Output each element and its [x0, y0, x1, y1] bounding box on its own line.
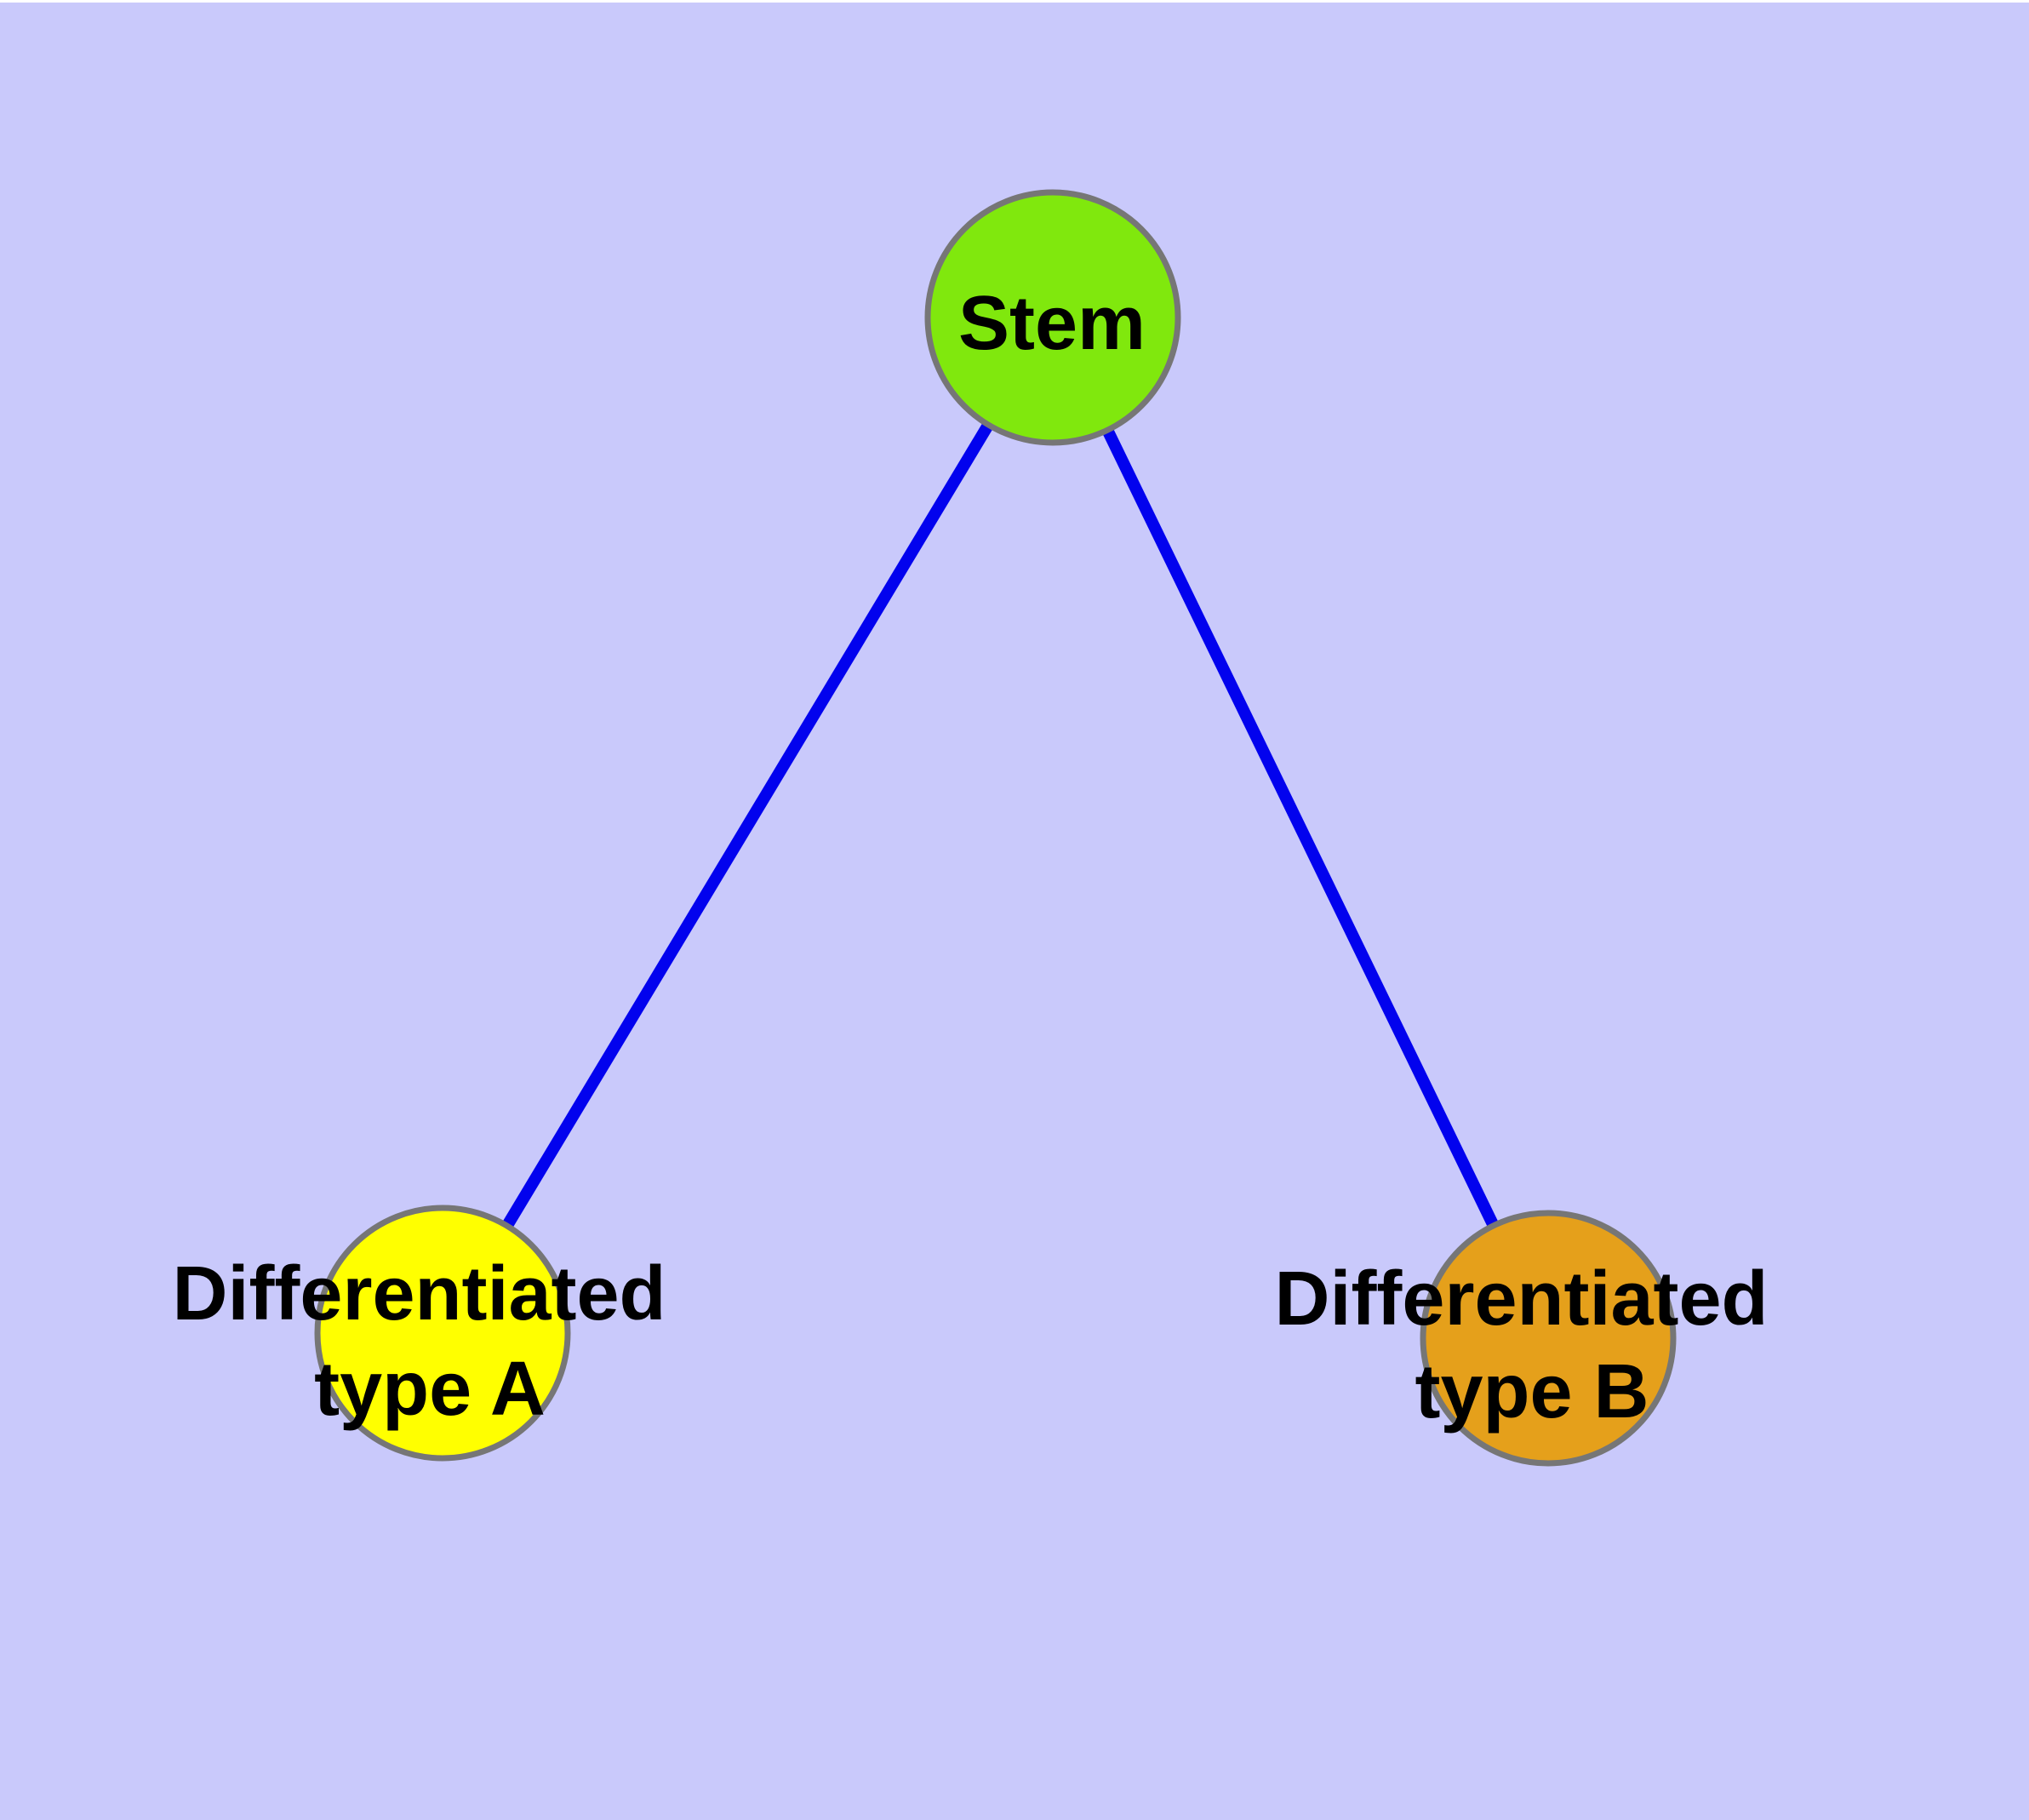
node-label-differentiated-type-a-line1: Differentiated [172, 1251, 666, 1336]
node-label-differentiated-type-a-line2: type A [314, 1347, 546, 1432]
node-label-differentiated-type-b: Differentiated type B [1274, 1256, 1789, 1434]
top-margin-strip [0, 0, 2029, 3]
node-label-differentiated-type-a: Differentiated type A [172, 1251, 687, 1432]
node-differentiated-type-a [314, 1205, 571, 1462]
node-stem [924, 189, 1181, 446]
node-label-differentiated-type-b-line2: type B [1415, 1349, 1649, 1434]
node-label-differentiated-type-b-line1: Differentiated [1274, 1256, 1768, 1342]
edge-stem-to-type-b [1047, 314, 1554, 1342]
node-label-stem: Stem [958, 281, 1146, 366]
edge-stem-to-type-a [437, 314, 1058, 1336]
node-differentiated-type-b [1420, 1210, 1677, 1467]
